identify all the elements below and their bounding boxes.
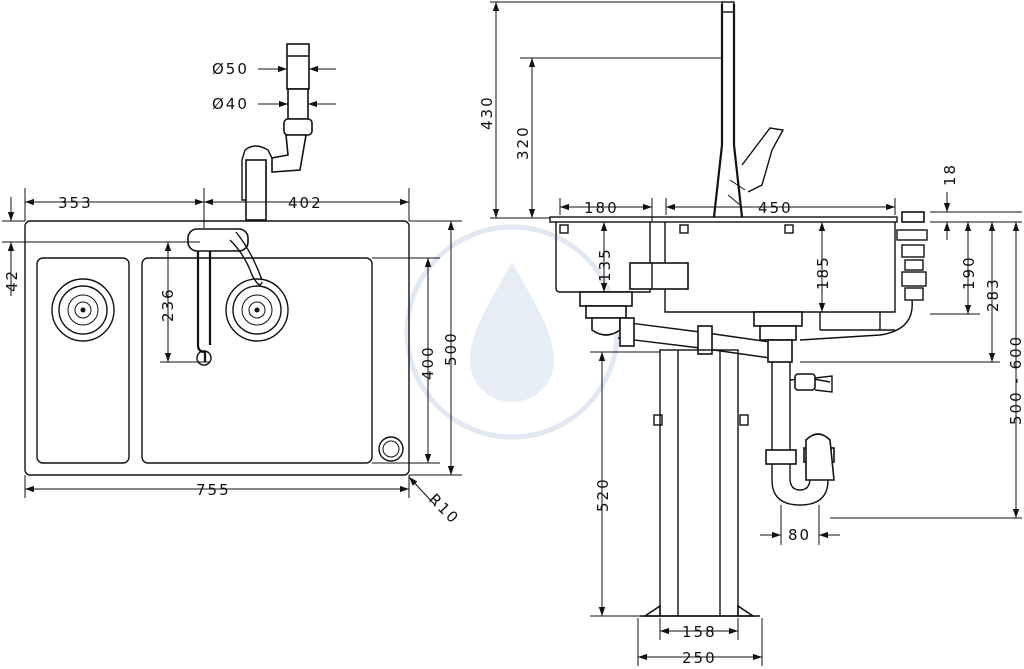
side-view: 430 320 180 450 18 135 185 190 283 500 -…: [478, 1, 1024, 667]
dim-corner-radius: R10: [425, 490, 463, 528]
sink-outline: [24, 220, 410, 476]
large-bowl-side: [664, 222, 896, 313]
overflow-fitting-icon: [799, 211, 928, 341]
dim-overflow: 190: [960, 255, 978, 290]
dim-rim: 18: [941, 163, 959, 186]
dim-spout-height: 320: [514, 125, 532, 160]
dim-total-depth: 500: [442, 331, 460, 366]
siphon-trap-icon: [765, 362, 835, 506]
dim-large-depth: 185: [814, 255, 832, 290]
dim-left-width: 353: [58, 194, 93, 212]
dim-cabinet-height: 520: [594, 477, 612, 512]
dim-edge-offset: 42: [3, 269, 21, 292]
dim-drain-range: 500 - 600: [1007, 335, 1024, 425]
left-drain-icon: [51, 278, 115, 342]
dim-tap-height: 430: [478, 95, 496, 130]
large-bowl: [141, 257, 373, 464]
dim-small-depth: 135: [596, 247, 614, 282]
faucet-plan-icon: [187, 228, 263, 366]
dim-total-width: 755: [196, 481, 231, 499]
faucet-side-icon: [712, 1, 785, 218]
small-bowl-side: [555, 222, 651, 293]
dim-leg-outer: 250: [682, 649, 717, 667]
countertop-rim: [549, 216, 898, 223]
support-frame-icon: [640, 349, 760, 617]
mounting-block: [629, 262, 689, 290]
side-dimensions: [490, 1, 1022, 666]
small-drain-icon: [579, 291, 771, 359]
right-drain-icon: [225, 278, 289, 342]
drain-button-icon: [378, 436, 404, 462]
large-drain-icon: [753, 311, 895, 363]
dim-pipe-inner: Ø40: [212, 95, 249, 113]
dim-small-bowl: 180: [584, 199, 619, 217]
plan-view: Ø50 Ø40 353 402 42 236 400 500 755 R10: [2, 43, 463, 528]
dim-trap-offset: 80: [788, 526, 811, 544]
small-bowl: [36, 257, 130, 464]
dim-tap-reach: 236: [159, 287, 177, 322]
dim-leg-inner: 158: [682, 623, 717, 641]
dim-pipe-outer: Ø50: [212, 60, 249, 78]
plan-dimensions: [2, 65, 462, 506]
dim-right-width: 402: [288, 194, 323, 212]
dim-large-bowl: 450: [758, 199, 793, 217]
dim-trap-depth: 283: [984, 277, 1002, 312]
dim-bowl-depth: 400: [419, 345, 437, 380]
